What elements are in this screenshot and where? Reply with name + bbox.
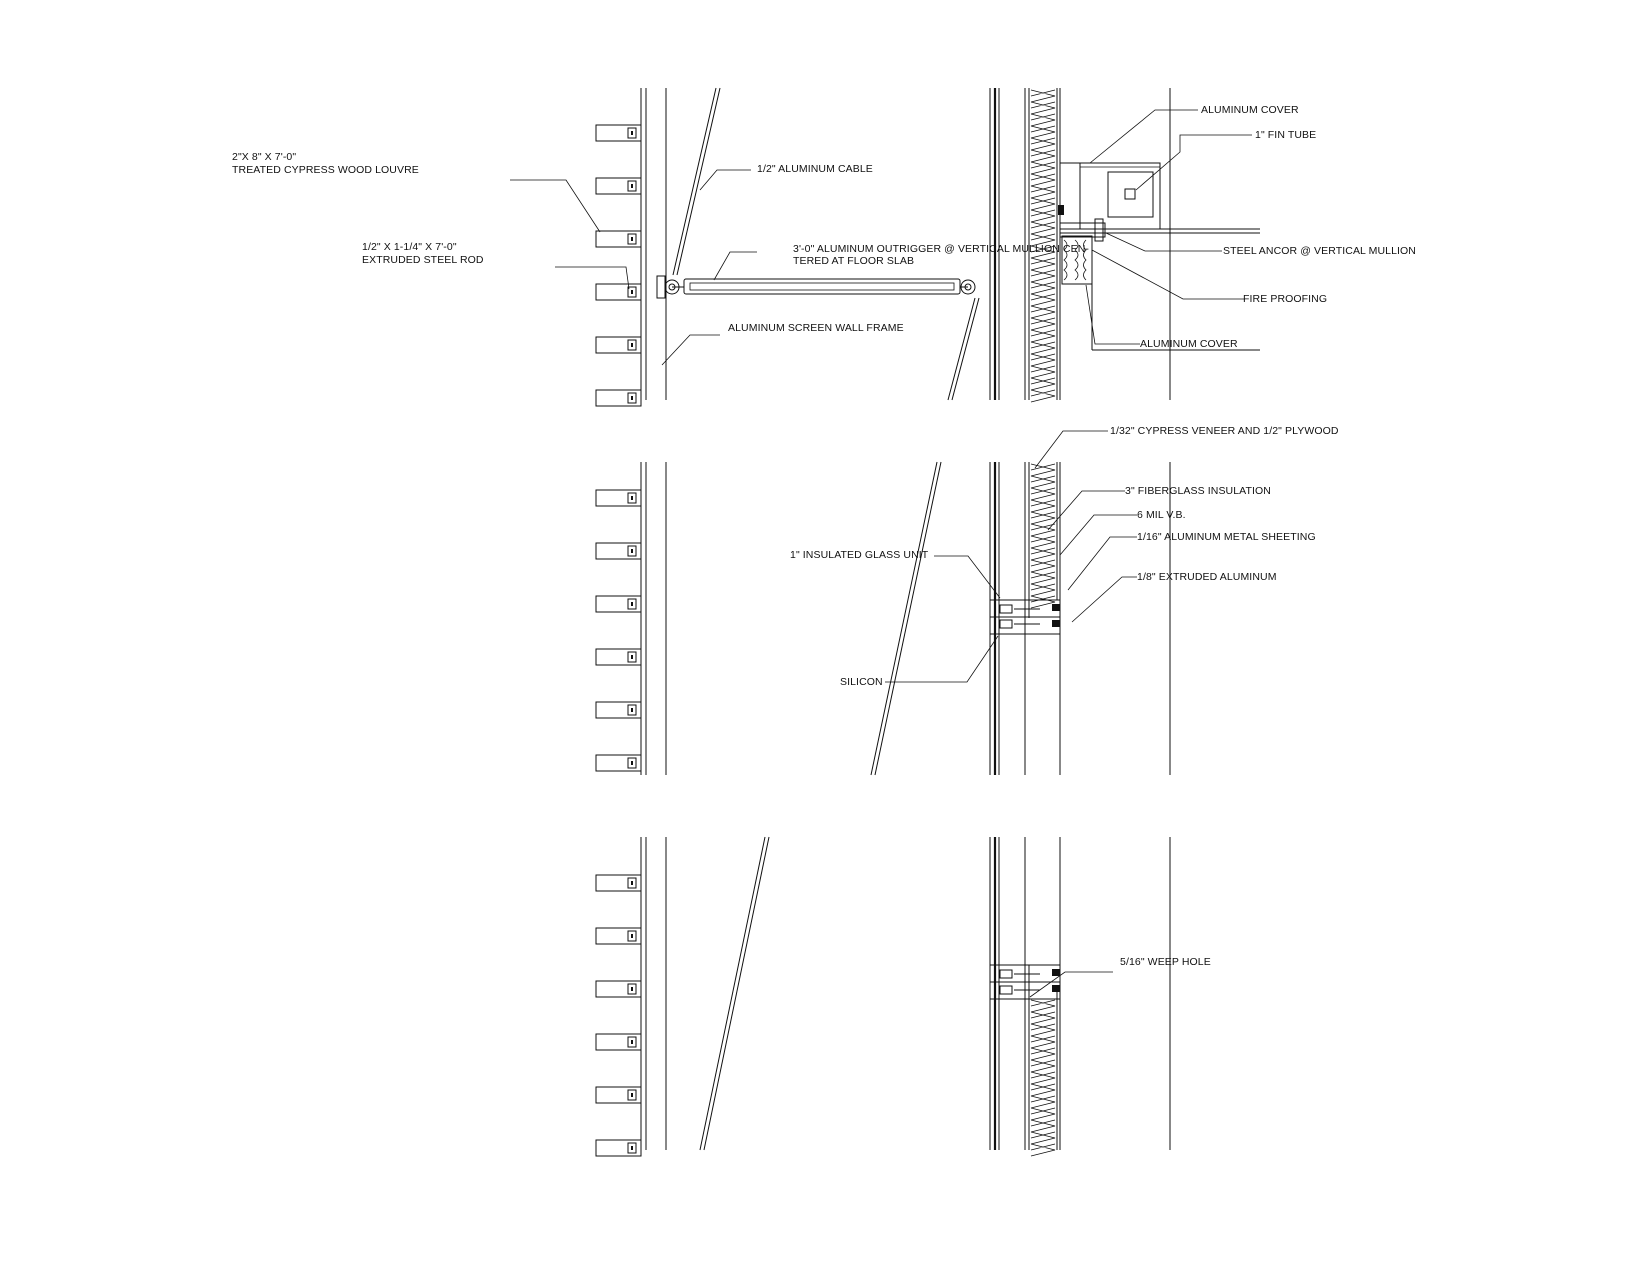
louvre-13	[595, 874, 642, 892]
louvre-clip-5	[627, 339, 637, 351]
louvre-clip-17	[627, 1089, 637, 1101]
label-fiberglass: 3" FIBERGLASS INSULATION	[1125, 485, 1271, 497]
aluminum-cable-lines	[672, 87, 980, 1151]
louvre-15	[595, 980, 642, 998]
mullion-assembly-bottom	[989, 964, 1061, 1000]
louvre-bolt-9	[631, 602, 633, 606]
label-outrigger-line2: TERED AT FLOOR SLAB	[793, 255, 914, 267]
glazing-lines	[989, 88, 1000, 1150]
label-silicon: SILICON	[840, 676, 883, 688]
label-cable: 1/2" ALUMINUM CABLE	[757, 163, 873, 175]
louvre-clip-10	[627, 651, 637, 663]
label-aluminum-cover-bottom: ALUMINUM COVER	[1140, 338, 1238, 350]
louvre-clip-2	[627, 180, 637, 192]
louvre-clip-14	[627, 930, 637, 942]
louvre-clip-4	[627, 286, 637, 298]
louvre-bolt-2	[631, 184, 633, 188]
label-aluminum-cover-top: ALUMINUM COVER	[1201, 104, 1299, 116]
louvre-bolt-7	[631, 496, 633, 500]
louvre-bolt-12	[631, 761, 633, 765]
louvre-7	[595, 489, 642, 507]
louvre-clip-16	[627, 1036, 637, 1048]
label-rod-size: 1/2" X 1-1/4" X 7'-0"	[362, 241, 457, 253]
louvre-bolt-4	[631, 290, 633, 294]
label-fin-tube: 1" FIN TUBE	[1255, 129, 1316, 141]
louvre-11	[595, 701, 642, 719]
louvre-bolt-13	[631, 881, 633, 885]
louvre-bolt-16	[631, 1040, 633, 1044]
label-rod-material: EXTRUDED STEEL ROD	[362, 254, 484, 266]
louvre-10	[595, 648, 642, 666]
louvre-18	[595, 1139, 642, 1157]
leader-lines	[510, 109, 1252, 998]
louvre-bolt-1	[631, 131, 633, 135]
louvre-16	[595, 1033, 642, 1051]
louvre-17	[595, 1086, 642, 1104]
aluminum-outrigger	[656, 275, 976, 299]
louvre-clip-12	[627, 757, 637, 769]
labels: 2"X 8" X 7'-0" TREATED CYPRESS WOOD LOUV…	[232, 104, 1416, 968]
louvre-clip-6	[627, 392, 637, 404]
louvre-clip-11	[627, 704, 637, 716]
label-louvre-material: TREATED CYPRESS WOOD LOUVRE	[232, 164, 419, 176]
louvre-clip-7	[627, 492, 637, 504]
louvre-2	[595, 177, 642, 195]
louvre-clip-15	[627, 983, 637, 995]
louvre-clip-1	[627, 127, 637, 139]
louvre-clip-13	[627, 877, 637, 889]
label-glass-unit: 1" INSULATED GLASS UNIT	[790, 549, 929, 561]
label-metal-sheeting: 1/16" ALUMINUM METAL SHEETING	[1137, 531, 1316, 543]
label-screen-frame: ALUMINUM SCREEN WALL FRAME	[728, 322, 904, 334]
louvre-14	[595, 927, 642, 945]
louvre-bolt-11	[631, 708, 633, 712]
label-vapor-barrier: 6 MIL V.B.	[1137, 509, 1186, 521]
louvre-3	[595, 230, 642, 248]
louvre-bolt-18	[631, 1146, 633, 1150]
louvre-8	[595, 542, 642, 560]
label-louvre-size: 2"X 8" X 7'-0"	[232, 151, 296, 163]
louvre-bolt-8	[631, 549, 633, 553]
louvre-bolt-5	[631, 343, 633, 347]
louvre-bolt-14	[631, 934, 633, 938]
louvre-9	[595, 595, 642, 613]
louvre-clip-3	[627, 233, 637, 245]
label-weep-hole: 5/16" WEEP HOLE	[1120, 956, 1211, 968]
louvre-clip-18	[627, 1142, 637, 1154]
louvre-bolt-6	[631, 396, 633, 400]
louvre-12	[595, 754, 642, 772]
louvre-bolt-3	[631, 237, 633, 241]
louvre-clip-9	[627, 598, 637, 610]
louvre-clip-8	[627, 545, 637, 557]
wood-louvres	[595, 124, 642, 1157]
louvre-bolt-10	[631, 655, 633, 659]
label-fire-proofing: FIRE PROOFING	[1243, 293, 1327, 305]
louvre-bolt-15	[631, 987, 633, 991]
screen-frame-lines	[640, 88, 667, 1150]
louvre-5	[595, 336, 642, 354]
mullion-assembly-middle	[989, 599, 1061, 635]
label-outrigger-line1: 3'-0" ALUMINUM OUTRIGGER @ VERTICAL MULL…	[793, 243, 1089, 255]
fin-tube-assembly	[1058, 162, 1260, 351]
label-extruded-aluminum: 1/8" EXTRUDED ALUMINUM	[1137, 571, 1277, 583]
louvre-bolt-17	[631, 1093, 633, 1097]
label-steel-anchor: STEEL ANCOR @ VERTICAL MULLION	[1223, 245, 1416, 257]
louvre-4	[595, 283, 642, 301]
louvre-1	[595, 124, 642, 142]
louvre-6	[595, 389, 642, 407]
label-veneer: 1/32" CYPRESS VENEER AND 1/2" PLYWOOD	[1110, 425, 1339, 437]
